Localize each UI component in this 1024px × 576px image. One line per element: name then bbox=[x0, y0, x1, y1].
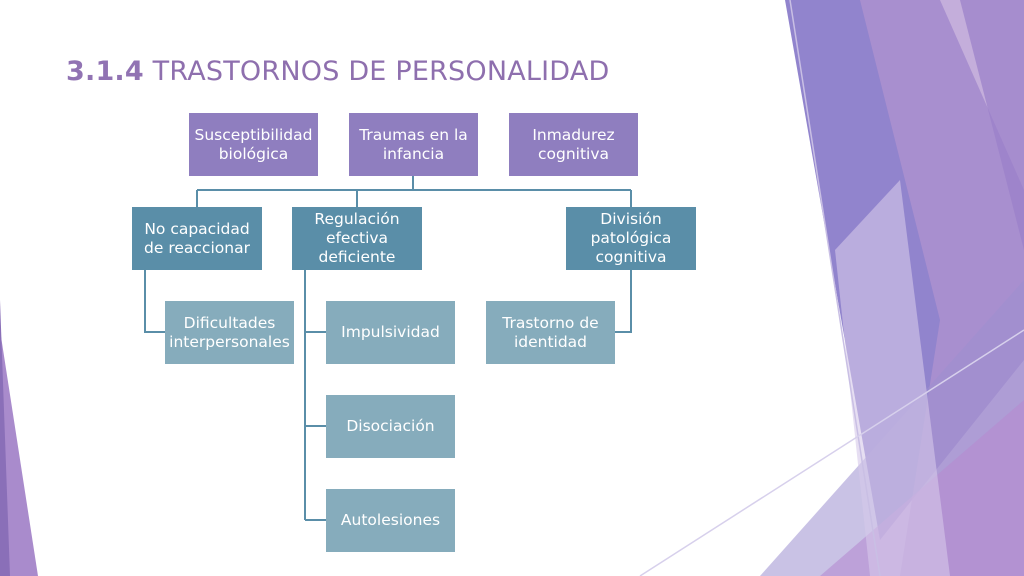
child-box-impulsivity: Impulsividad bbox=[326, 301, 455, 364]
effect-box-pathological-division: División patológica cognitiva bbox=[566, 207, 696, 270]
deco-shape-3 bbox=[960, 0, 1024, 250]
cause-box-cognitive-immaturity: Inmadurez cognitiva bbox=[509, 113, 638, 176]
connector-child-5 bbox=[615, 270, 632, 333]
slide-title: 3.1.4 TRASTORNOS DE PERSONALIDAD bbox=[66, 56, 610, 87]
deco-shape-7 bbox=[0, 330, 38, 576]
child-box-dissociation: Disociación bbox=[326, 395, 455, 458]
child-box-self-harm: Autolesiones bbox=[326, 489, 455, 552]
cause-box-biological: Susceptibilidad biológica bbox=[189, 113, 318, 176]
deco-line-2 bbox=[639, 329, 1024, 576]
deco-shape-8 bbox=[0, 300, 10, 576]
cause-box-childhood-trauma: Traumas en la infancia bbox=[349, 113, 478, 176]
title-text: TRASTORNOS DE PERSONALIDAD bbox=[152, 56, 610, 87]
effect-box-regulation: Regulación efectiva deficiente bbox=[292, 207, 422, 270]
child-box-interpersonal: Dificultades interpersonales bbox=[165, 301, 294, 364]
deco-line-1 bbox=[789, 0, 881, 576]
connector-child-1 bbox=[144, 270, 165, 333]
effect-box-no-capacity: No capacidad de reaccionar bbox=[132, 207, 262, 270]
deco-shape-6 bbox=[835, 180, 950, 576]
child-box-identity-disorder: Trastorno de identidad bbox=[486, 301, 615, 364]
title-number: 3.1.4 bbox=[66, 56, 144, 87]
